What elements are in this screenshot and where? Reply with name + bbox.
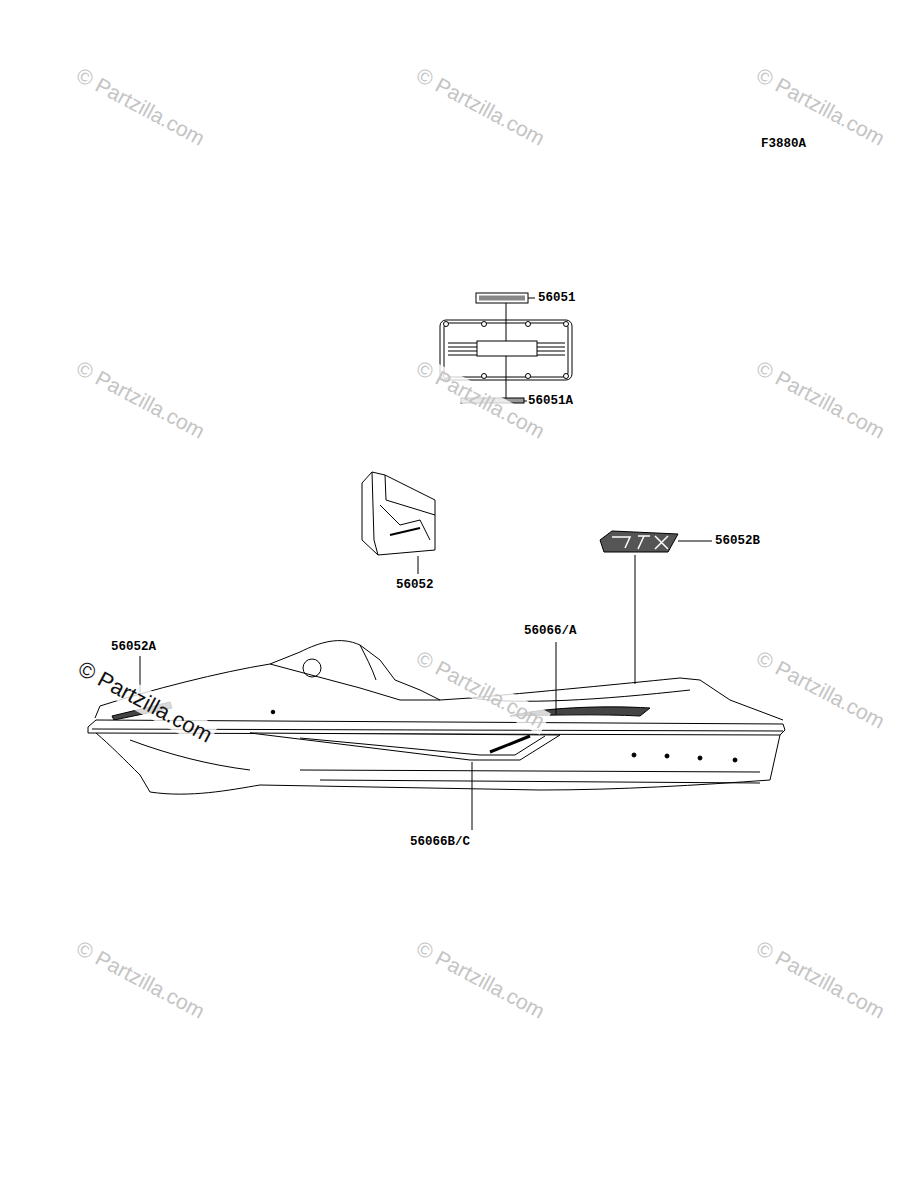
decal (476, 293, 535, 303)
decal (600, 531, 712, 684)
decal (362, 472, 435, 574)
callout-number: 56051A (527, 394, 574, 408)
callout-number: 56052B (714, 534, 761, 548)
watermark: © Partzilla.com (72, 655, 218, 749)
watermark: © Partzilla.com (71, 62, 211, 152)
watermark: © Partzilla.com (751, 645, 891, 735)
callout-number: 56051 (537, 291, 577, 305)
watermark: © Partzilla.com (71, 935, 211, 1025)
callout-number: 56052 (395, 578, 435, 592)
watermark: © Partzilla.com (751, 355, 891, 445)
figure-code: F3880A (760, 137, 807, 151)
watermark: © Partzilla.com (411, 645, 551, 735)
callout-number: 56066B/C (409, 835, 471, 849)
watermark: © Partzilla.com (411, 935, 551, 1025)
callout-number: 56052A (110, 640, 157, 654)
watermark: © Partzilla.com (411, 62, 551, 152)
callout-number: 56066/A (523, 624, 578, 638)
watermark: © Partzilla.com (751, 935, 891, 1025)
watermark: © Partzilla.com (71, 355, 211, 445)
